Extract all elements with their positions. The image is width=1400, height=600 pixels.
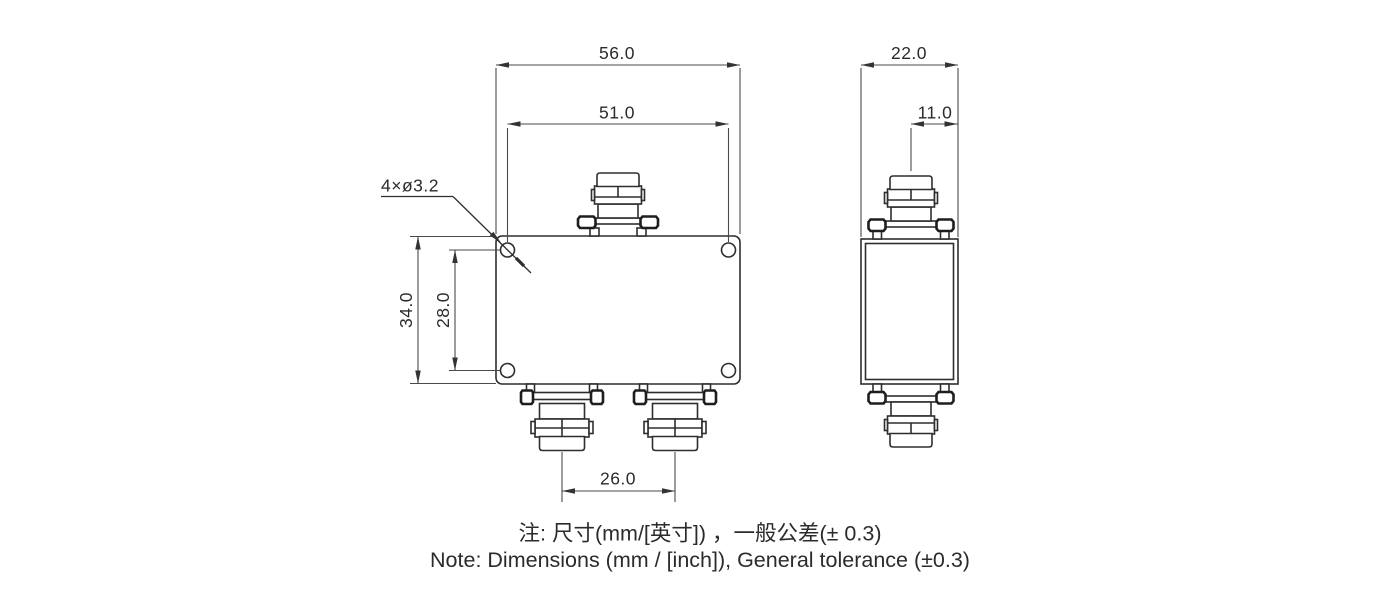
input-connector-front (576, 172, 660, 238)
dim-label-22: 22.0 (891, 43, 927, 63)
dimension-port-offset: 11.0 (910, 103, 958, 171)
notes: 注: 尺寸(mm/[英寸]) ，一般公差(± 0.3) Note: Dimens… (430, 522, 970, 573)
dimension-port-spacing: 26.0 (561, 452, 676, 502)
note-line-english: Note: Dimensions (mm / [inch]), General … (430, 548, 970, 572)
side-housing (860, 238, 959, 385)
side-housing-seam (864, 242, 955, 381)
mounting-hole-bottom-left (499, 362, 516, 379)
dim-label-11: 11.0 (918, 103, 953, 123)
mounting-hole-bottom-right (720, 362, 737, 379)
dim-label-34: 34.0 (396, 292, 416, 328)
dimension-overall-width: 56.0 (495, 43, 741, 234)
output-connector-side (867, 382, 955, 448)
hole-callout-label: 4×ø3.2 (381, 176, 439, 196)
leader-arrowhead (489, 231, 502, 244)
dim-label-28: 28.0 (433, 292, 453, 328)
front-housing (495, 235, 741, 385)
dimension-overall-height: 34.0 (396, 235, 496, 385)
dim-label-26: 26.0 (600, 469, 636, 489)
side-view (860, 175, 959, 448)
output-connector-right (632, 382, 718, 452)
note-line-chinese: 注: 尺寸(mm/[英寸]) ，一般公差(± 0.3) (519, 522, 882, 546)
dimension-overall-depth: 22.0 (860, 43, 959, 237)
mounting-hole-top-right (720, 242, 737, 258)
dimension-hole-spacing-horizontal: 51.0 (506, 103, 730, 242)
hole-callout: 4×ø3.2 (381, 176, 532, 274)
dim-label-51: 51.0 (599, 103, 635, 123)
output-connector-left (519, 382, 605, 452)
dim-label-56: 56.0 (599, 43, 635, 63)
dimension-hole-spacing-vertical: 28.0 (433, 249, 500, 372)
input-connector-side (867, 175, 955, 241)
front-view (495, 172, 741, 452)
mounting-hole-top-left (499, 242, 516, 258)
